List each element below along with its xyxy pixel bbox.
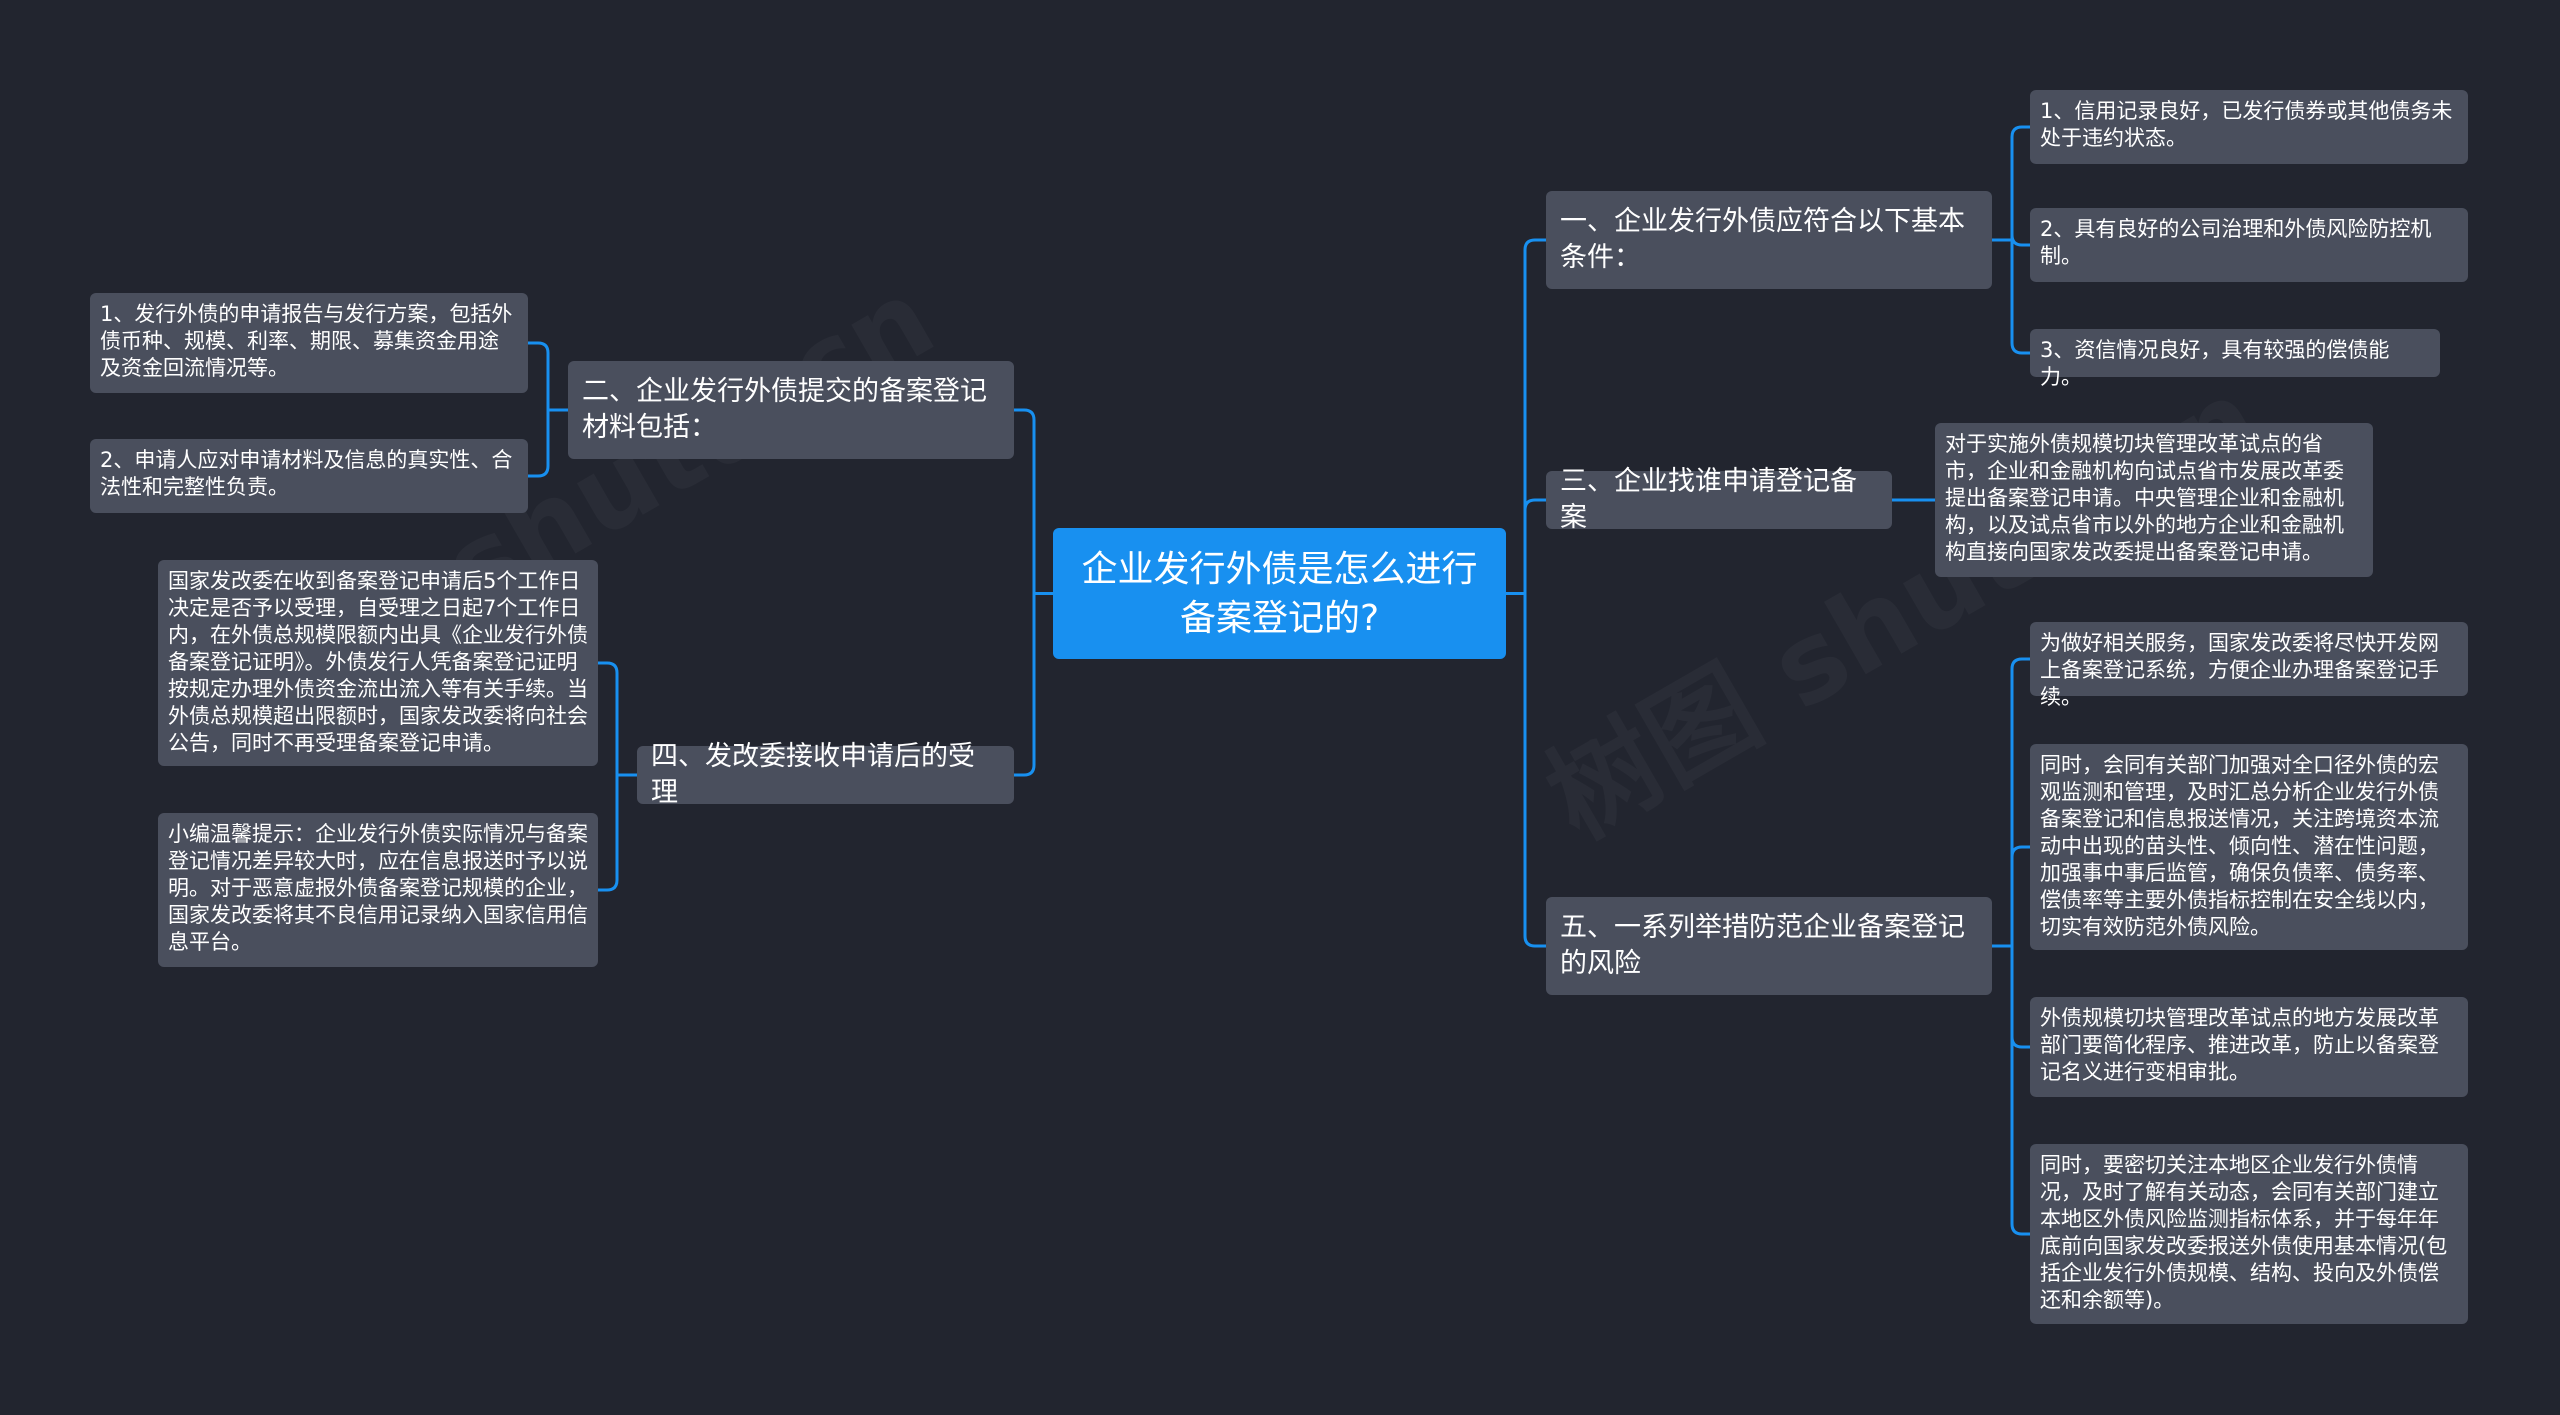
subtopic-label: 国家发改委在收到备案登记申请后5个工作日决定是否予以受理，自受理之日起7个工作日… — [168, 569, 588, 755]
subtopic-label: 1、信用记录良好，已发行债券或其他债务未处于违约状态。 — [2040, 99, 2453, 150]
branch-topic-1[interactable]: 一、企业发行外债应符合以下基本条件： — [1546, 191, 1992, 289]
connector-line — [1992, 234, 2030, 247]
branch-topic-4[interactable]: 四、发改委接收申请后的受理 — [637, 741, 1014, 808]
subtopic-label: 2、申请人应对申请材料及信息的真实性、合法性和完整性负责。 — [100, 448, 513, 499]
subtopic-3-1[interactable]: 对于实施外债规模切块管理改革试点的省市，企业和金融机构向试点省市发展改革委提出备… — [1935, 423, 2373, 577]
subtopic-label: 外债规模切块管理改革试点的地方发展改革部门要简化程序、推进改革，防止以备案登记名… — [2040, 1006, 2439, 1084]
connector-line — [1014, 592, 1053, 777]
branch-topic-label: 二、企业发行外债提交的备案登记材料包括： — [582, 376, 987, 443]
subtopic-5-4[interactable]: 同时，要密切关注本地区企业发行外债情况，及时了解有关动态，会同有关部门建立本地区… — [2030, 1144, 2468, 1324]
subtopic-2-2[interactable]: 2、申请人应对申请材料及信息的真实性、合法性和完整性负责。 — [90, 439, 528, 513]
branch-topic-label: 一、企业发行外债应符合以下基本条件： — [1560, 206, 1965, 273]
subtopic-5-1[interactable]: 为做好相关服务，国家发改委将尽快开发网上备案登记系统，方便企业办理备案登记手续。 — [2030, 622, 2468, 709]
connector-line — [1992, 845, 2030, 948]
subtopic-label: 同时，要密切关注本地区企业发行外债情况，及时了解有关动态，会同有关部门建立本地区… — [2040, 1153, 2448, 1312]
subtopic-4-1[interactable]: 国家发改委在收到备案登记申请后5个工作日决定是否予以受理，自受理之日起7个工作日… — [158, 560, 598, 766]
subtopic-label: 3、资信情况良好，具有较强的偿债能力。 — [2040, 338, 2390, 389]
subtopic-1-1[interactable]: 1、信用记录良好，已发行债券或其他债务未处于违约状态。 — [2030, 90, 2468, 164]
subtopic-5-3[interactable]: 外债规模切块管理改革试点的地方发展改革部门要简化程序、推进改革，防止以备案登记名… — [2030, 997, 2468, 1097]
root-topic[interactable]: 企业发行外债是怎么进行备案登记的? — [1053, 528, 1506, 659]
branch-topic-label: 五、一系列举措防范企业备案登记的风险 — [1560, 912, 1965, 979]
subtopic-label: 1、发行外债的申请报告与发行方案，包括外债币种、规模、利率、期限、募集资金用途及… — [100, 302, 513, 380]
connector-line — [528, 408, 568, 478]
connector-line — [1506, 238, 1546, 595]
connector-line — [1992, 125, 2030, 242]
connector-line — [528, 341, 568, 412]
branch-topic-3[interactable]: 三、企业找谁申请登记备案 — [1546, 466, 1892, 533]
branch-topic-label: 四、发改委接收申请后的受理 — [651, 741, 975, 808]
branch-topic-5[interactable]: 五、一系列举措防范企业备案登记的风险 — [1546, 897, 1992, 995]
subtopic-label: 小编温馨提示：企业发行外债实际情况与备案登记情况差异较大时，应在信息报送时予以说… — [168, 822, 588, 954]
connector-line — [598, 661, 637, 777]
branch-topic-2[interactable]: 二、企业发行外债提交的备案登记材料包括： — [568, 361, 1014, 459]
subtopic-1-2[interactable]: 2、具有良好的公司治理和外债风险防控机制。 — [2030, 208, 2468, 282]
connector-line — [1992, 238, 2030, 355]
connector-line — [1014, 408, 1053, 595]
subtopic-4-2[interactable]: 小编温馨提示：企业发行外债实际情况与备案登记情况差异较大时，应在信息报送时予以说… — [158, 813, 598, 967]
branch-topic-label: 三、企业找谁申请登记备案 — [1560, 466, 1857, 533]
subtopic-label: 对于实施外债规模切块管理改革试点的省市，企业和金融机构向试点省市发展改革委提出备… — [1945, 432, 2344, 564]
subtopic-label: 2、具有良好的公司治理和外债风险防控机制。 — [2040, 217, 2432, 268]
connector-line — [1992, 944, 2030, 1236]
subtopic-5-2[interactable]: 同时，会同有关部门加强对全口径外债的宏观监测和管理，及时汇总分析企业发行外债备案… — [2030, 744, 2468, 950]
subtopic-1-3[interactable]: 3、资信情况良好，具有较强的偿债能力。 — [2030, 329, 2440, 389]
connector-line — [598, 773, 637, 892]
connector-line — [1506, 498, 1546, 595]
subtopic-2-1[interactable]: 1、发行外债的申请报告与发行方案，包括外债币种、规模、利率、期限、募集资金用途及… — [90, 293, 528, 393]
connector-line — [1506, 592, 1546, 948]
connector-line — [1992, 657, 2030, 948]
subtopic-label: 同时，会同有关部门加强对全口径外债的宏观监测和管理，及时汇总分析企业发行外债备案… — [2040, 753, 2439, 939]
subtopic-label: 为做好相关服务，国家发改委将尽快开发网上备案登记系统，方便企业办理备案登记手续。 — [2040, 631, 2439, 709]
root-topic-label: 企业发行外债是怎么进行备案登记的? — [1081, 548, 1478, 639]
